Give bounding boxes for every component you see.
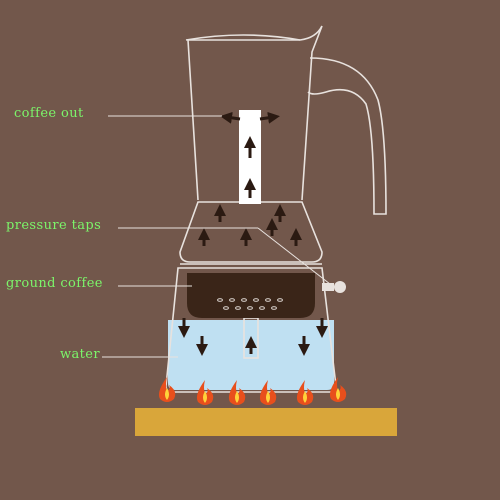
flow-arrows [178,111,328,356]
coffee-grounds [187,273,315,318]
middle-section [179,201,323,263]
water-fill [168,320,334,390]
pressure-valve [322,281,346,293]
label-ground-coffee: ground coffee [6,276,103,291]
upper-chamber [187,25,323,201]
stove-plate [135,408,397,436]
flames [158,377,347,405]
label-water: water [60,347,101,362]
filter-holes [217,298,283,310]
lid [185,34,301,41]
label-coffee-out: coffee out [14,106,84,121]
label-pressure-taps: pressure taps [6,218,102,233]
handle [307,57,387,215]
leader-lines [102,115,331,358]
